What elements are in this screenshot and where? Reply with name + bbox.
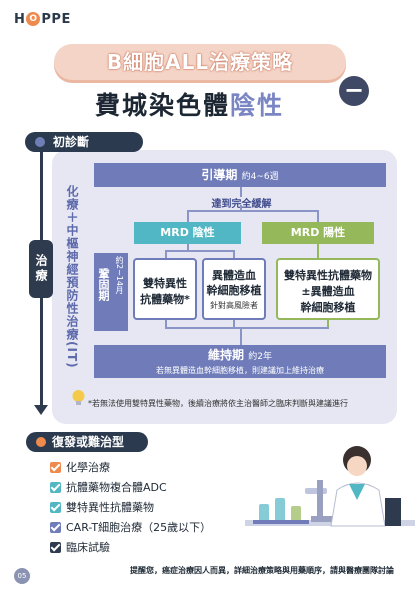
maintenance-duration: 約2年 bbox=[248, 352, 272, 362]
page-number: 05 bbox=[14, 568, 30, 584]
connector-neg-h bbox=[165, 250, 235, 252]
consolidation-label: 鞏固期 bbox=[97, 268, 110, 301]
consolidation-duration: 約2~14月 bbox=[115, 256, 124, 294]
relapse-option-label: CAR-T細胞治療（25歲以下） bbox=[66, 521, 212, 534]
connector-neg-b bbox=[233, 250, 235, 258]
bispecific-card: 雙特異性 抗體藥物* bbox=[133, 258, 197, 320]
relapse-option: 雙特異性抗體藥物 bbox=[50, 499, 154, 515]
mrd-positive-box: MRD 陽性 bbox=[262, 222, 374, 244]
logo-heart-icon: O bbox=[26, 12, 41, 26]
relapse-option: 抗體藥物複合體ADC bbox=[50, 479, 167, 495]
connector-right bbox=[317, 210, 319, 222]
connector-merge-down bbox=[240, 327, 242, 345]
treatment-label: 治療 bbox=[29, 240, 53, 298]
page-title: B細胞ALL治療策略 bbox=[106, 50, 294, 74]
connector-neg-down bbox=[187, 244, 189, 251]
diagnosis-pill: 初診斷 bbox=[25, 132, 143, 152]
relapse-option: CAR-T細胞治療（25歲以下） bbox=[50, 519, 211, 535]
complete-remission-label: 達到完全緩解 bbox=[204, 195, 279, 210]
bottom-reminder: 提醒您，癌症治療因人而異，詳細治療策略與用藥順序，請與醫療團隊討論 bbox=[130, 566, 394, 575]
checkbox-icon bbox=[50, 481, 61, 493]
connector-pos-down bbox=[317, 244, 319, 258]
maintenance-bar: 維持期 約2年 若無異體造血幹細胞移植，則建議加上維持治療 bbox=[94, 345, 386, 378]
negative-badge-icon: − bbox=[339, 76, 369, 106]
bispecific-transplant-card: 雙特異性抗體藥物 ±異體造血 幹細胞移植 bbox=[276, 258, 380, 320]
doctor-microscope-illustration bbox=[245, 446, 415, 527]
checkbox-icon bbox=[50, 541, 61, 553]
connector-stem bbox=[240, 205, 242, 211]
title-banner: B細胞ALL治療策略 bbox=[54, 44, 346, 80]
relapse-option-label: 臨床試驗 bbox=[66, 541, 110, 554]
mrd-negative-box: MRD 陰性 bbox=[134, 222, 241, 244]
relapse-option-label: 抗體藥物複合體ADC bbox=[66, 481, 167, 494]
connector-down bbox=[240, 187, 242, 197]
checkbox-icon bbox=[50, 461, 61, 473]
timeline-arrow-icon bbox=[34, 405, 48, 415]
chemo-side-label: 化療＋中樞神經預防性治療(IT) bbox=[65, 185, 79, 369]
connector-merge bbox=[165, 320, 167, 328]
connector-merge-c bbox=[327, 320, 329, 328]
connector-merge-h bbox=[165, 327, 329, 329]
subtitle-accent: 陰性 bbox=[230, 91, 285, 120]
transplant-card: 異體造血 幹細胞移植 針對高風險者 bbox=[202, 258, 266, 320]
consolidation-bar bbox=[94, 253, 128, 331]
relapse-pill: 復發或難治型 bbox=[26, 432, 148, 452]
relapse-option: 臨床試驗 bbox=[50, 539, 110, 555]
relapse-option-label: 化學治療 bbox=[66, 461, 110, 474]
lightbulb-icon bbox=[72, 390, 85, 405]
connector-left bbox=[187, 210, 189, 222]
connector-merge-b bbox=[233, 320, 235, 328]
checkbox-icon bbox=[50, 521, 61, 533]
checkbox-icon bbox=[50, 501, 61, 513]
induction-bar: 引導期 約4~6週 bbox=[94, 163, 386, 187]
page-subtitle: 費城染色體陰性 bbox=[95, 91, 285, 120]
induction-duration: 約4~6週 bbox=[241, 172, 279, 182]
relapse-option: 化學治療 bbox=[50, 459, 110, 475]
footnote: *若無法使用雙特異性藥物，後續治療將依主治醫師之臨床判斷與建議進行 bbox=[88, 399, 348, 408]
relapse-option-label: 雙特異性抗體藥物 bbox=[66, 501, 154, 514]
maintenance-note: 若無異體造血幹細胞移植，則建議加上維持治療 bbox=[156, 366, 324, 375]
connector-neg-a bbox=[165, 250, 167, 258]
connector-h bbox=[187, 210, 319, 212]
